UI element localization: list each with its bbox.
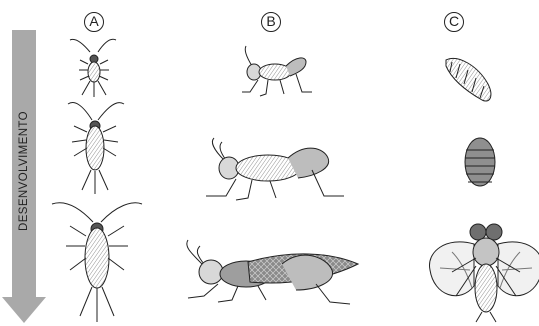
silverfish-small (70, 39, 116, 97)
fly-adult (429, 224, 539, 322)
fly-pupa (465, 138, 495, 186)
grasshopper-nymph-small (242, 46, 312, 96)
fly-larva (446, 58, 491, 101)
silverfish-medium (68, 103, 124, 194)
grasshopper-adult (187, 240, 358, 304)
silverfish-large (52, 203, 142, 322)
grasshopper-nymph-large (206, 138, 344, 200)
